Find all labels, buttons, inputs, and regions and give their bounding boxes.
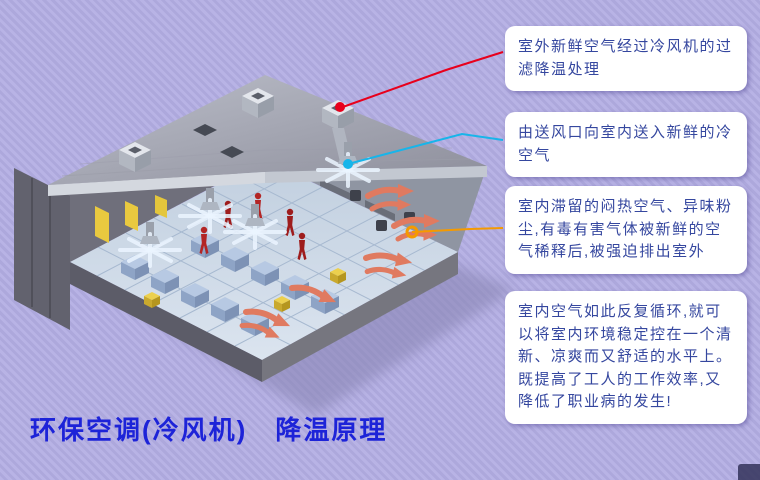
supply-duct-and-outlet: [316, 128, 380, 188]
exhaust-vent: [350, 190, 361, 201]
page-title: 环保空调(冷风机) 降温原理: [30, 415, 388, 445]
left-exterior-wall: [14, 168, 70, 330]
roof-vent-grid: [220, 146, 244, 158]
roof: [48, 75, 487, 196]
leader-line-3: [411, 227, 504, 233]
roof-vent-grid: [193, 124, 217, 136]
yellow-door: [95, 206, 109, 243]
callout-fresh-air-filtering: 室外新鲜空气经过冷风机的过滤降温处理: [505, 26, 747, 91]
leader-lines: [335, 51, 504, 239]
leader-line-2: [347, 132, 504, 165]
back-left-wall: [48, 173, 239, 262]
leader-ring-3: [405, 225, 419, 239]
corner-watermark: [738, 464, 760, 480]
callout-cold-air-supply: 由送风口向室内送入新鲜的冷空气: [505, 112, 747, 177]
leader-dot-2: [343, 159, 353, 169]
leader-dot-1: [335, 102, 345, 112]
leader-line-1: [339, 51, 504, 109]
callout-circulation-summary: 室内空气如此反复循环,就可以将室内环境稳定控在一个清新、凉爽而又舒适的水平上。既…: [505, 291, 747, 424]
exhaust-vent: [376, 220, 387, 231]
yellow-door: [125, 201, 138, 231]
callout-exhaust-dilution: 室内滞留的闷热空气、异味粉尘,有毒有害气体被新鲜的空气稀释后,被强迫排出室外: [505, 186, 747, 274]
yellow-door: [155, 195, 167, 218]
